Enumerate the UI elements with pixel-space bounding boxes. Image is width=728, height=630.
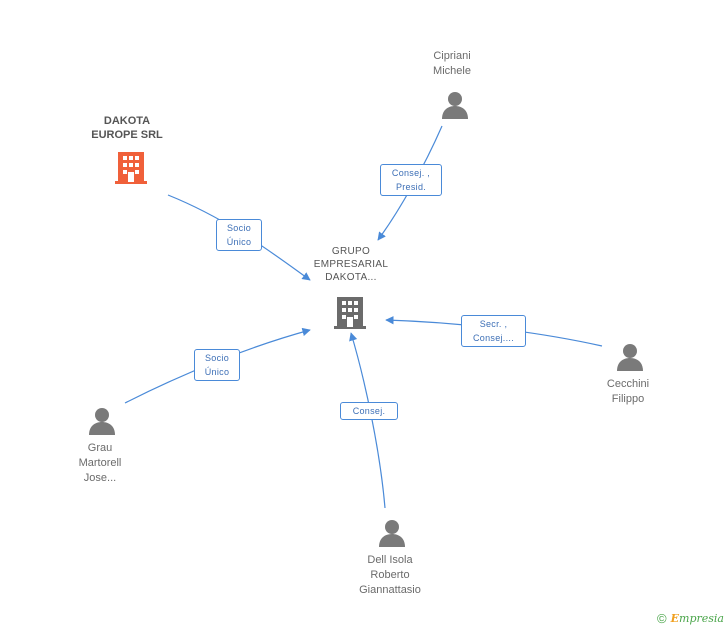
node-grupo-empresarial-label[interactable]: GRUPO EMPRESARIAL DAKOTA...	[296, 245, 406, 284]
edge-label-grau[interactable]: Socio Único	[194, 349, 240, 381]
node-label-line: Martorell	[78, 457, 122, 469]
node-label-line: Giannattasio	[359, 584, 421, 596]
brand-logo: Empresia	[671, 612, 724, 625]
node-label-line: Cipriani	[433, 50, 471, 62]
node-dakota-europe-label[interactable]: DAKOTA EUROPE SRL	[72, 114, 182, 142]
edge-label-line: Consej....	[472, 333, 515, 343]
building-icon[interactable]	[115, 150, 147, 184]
node-label-line: Dell Isola	[367, 554, 413, 566]
building-icon[interactable]	[334, 295, 366, 329]
edge-label-cipriani[interactable]: Consej. , Presid.	[380, 164, 442, 196]
node-label-line: DAKOTA	[103, 115, 151, 127]
person-icon[interactable]	[377, 518, 407, 548]
edge-label-line: Único	[204, 367, 230, 377]
edge-label-line: Socio	[204, 353, 229, 363]
node-label-line: Filippo	[611, 393, 645, 405]
node-dell-isola-label[interactable]: Dell Isola Roberto Giannattasio	[330, 553, 450, 598]
edge-label-dakota-europe[interactable]: Socio Único	[216, 219, 262, 251]
node-cecchini-label[interactable]: Cecchini Filippo	[578, 377, 678, 407]
edge-label-line: Consej.	[352, 406, 386, 416]
person-icon[interactable]	[440, 90, 470, 120]
empresia-watermark: © Empresia	[657, 611, 724, 626]
node-grau-label[interactable]: Grau Martorell Jose...	[50, 441, 150, 486]
person-icon[interactable]	[615, 342, 645, 372]
node-label-line: Michele	[433, 65, 471, 77]
copyright-icon: ©	[657, 611, 667, 626]
node-label-line: Jose...	[83, 472, 117, 484]
edge-label-dell-isola[interactable]: Consej.	[340, 402, 398, 420]
node-label-line: Grau	[87, 442, 113, 454]
edge-label-line: Único	[226, 237, 252, 247]
node-label-line: EUROPE SRL	[91, 129, 163, 141]
edge-label-line: Secr. ,	[479, 319, 508, 329]
edge-label-line: Consej. ,	[391, 168, 431, 178]
node-label-line: Roberto	[370, 569, 410, 581]
edge-label-line: Socio	[226, 223, 251, 233]
person-icon[interactable]	[87, 406, 117, 436]
edge-label-cecchini[interactable]: Secr. , Consej....	[461, 315, 526, 347]
node-label-line: Cecchini	[606, 378, 650, 390]
node-label-line: EMPRESARIAL	[313, 259, 389, 270]
node-label-line: GRUPO	[331, 246, 371, 257]
node-cipriani-label[interactable]: Cipriani Michele	[402, 49, 502, 79]
brand-name: mpresia	[679, 612, 724, 625]
edge-dell-isola	[349, 332, 386, 509]
node-label-line: DAKOTA...	[325, 272, 377, 283]
brand-initial: E	[670, 612, 680, 625]
edge-label-line: Presid.	[395, 182, 427, 192]
